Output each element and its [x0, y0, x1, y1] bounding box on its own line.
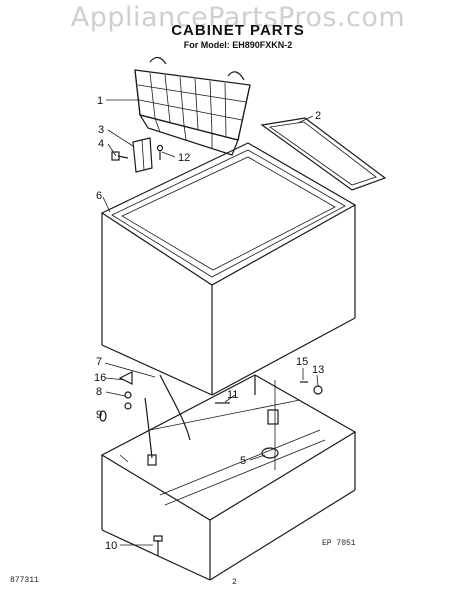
callout-15: 15 — [296, 356, 308, 368]
callout-4: 4 — [98, 138, 104, 150]
callout-3: 3 — [98, 124, 104, 136]
page-title: CABINET PARTS — [171, 22, 305, 39]
screw-parts — [153, 381, 323, 556]
callout-8: 8 — [96, 386, 102, 398]
watermark: AppliancePartsPros.com — [70, 2, 406, 33]
model-subtitle: For Model: EH890FXKN-2 — [183, 40, 293, 50]
callout-6: 6 — [96, 190, 102, 202]
drain-plug-part — [261, 447, 279, 459]
callout-16: 16 — [94, 372, 106, 384]
drawing-code: EP 7051 — [322, 539, 356, 548]
basket-part — [134, 56, 251, 156]
callout-13: 13 — [312, 364, 324, 376]
page-number: 2 — [232, 578, 237, 587]
leader-lines — [102, 99, 319, 546]
callout-10: 10 — [105, 540, 117, 552]
base-pan — [100, 374, 357, 581]
doc-number: 877311 — [10, 576, 39, 585]
callout-12: 12 — [178, 152, 190, 164]
cabinet-body — [100, 142, 357, 396]
callout-1: 1 — [97, 95, 103, 107]
gasket-part — [260, 117, 387, 191]
hinge-assembly-part — [111, 137, 164, 173]
callout-7: 7 — [96, 356, 102, 368]
callout-11: 11 — [227, 389, 238, 401]
callout-9: 9 — [96, 409, 102, 421]
callout-2: 2 — [315, 110, 321, 122]
callout-5: 5 — [240, 455, 246, 467]
wiring-harness-part — [99, 371, 191, 466]
